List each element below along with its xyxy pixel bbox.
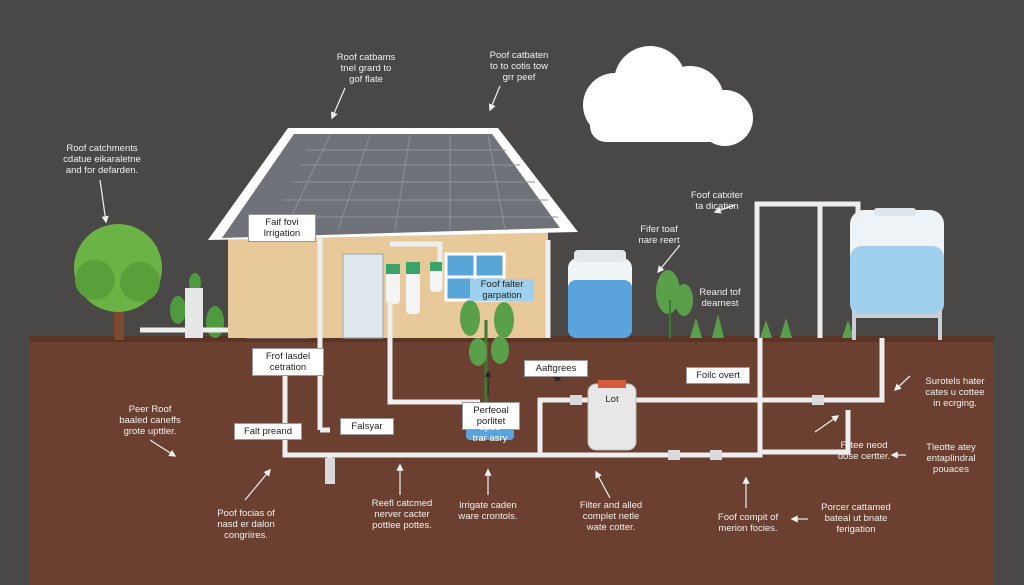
underground-pipes [282, 300, 885, 480]
small-tank-left [185, 288, 203, 338]
tree-icon [74, 224, 162, 340]
label-bottom-5: Foof compit of merion focies. [717, 512, 779, 534]
label-falsyer: Falsyar [340, 418, 394, 435]
label-top-left: Roof catchments cdatue eikaraletne and f… [63, 143, 141, 176]
label-bottom-6: Porcer cattamed bateal ut bnate ferigati… [821, 502, 891, 535]
label-perfeoal-sub: epoe trar asry [472, 422, 508, 444]
label-right-mid: Surotels hater cates u cottee in ecrging… [925, 376, 985, 409]
label-bottom-2: Reefl catcmed nerver cacter pottlee pott… [371, 498, 433, 531]
grass [690, 314, 854, 338]
label-house-tag: Faif fovi lrrigation [248, 214, 316, 242]
soil-top-band [30, 336, 994, 342]
label-bottom-3: lrrigate caden ware crontols. [458, 500, 518, 522]
label-foilc-overt: Foilc overt [686, 367, 750, 384]
label-right-top: Foof catxiter ta dication [690, 190, 744, 212]
label-window-tag: Foof falter garpation [470, 279, 534, 301]
house-door [342, 253, 384, 339]
label-bottom-4: Filter and alled complet netle wate cott… [579, 500, 643, 533]
label-peer-roof: Peer Roof baaled caneffs grote upttler. [119, 404, 181, 437]
label-right-bottom: Tleotte atey entaplindral pouaces [926, 442, 976, 475]
filter-icon [386, 262, 442, 314]
underground-tank [587, 380, 637, 451]
label-filter-tag: Fifer toaf nare reert [638, 224, 680, 246]
plant-icon-right [656, 270, 693, 338]
label-filtee-nead: Filtee neod dose certter. [837, 440, 891, 462]
water-tank-icon [568, 250, 632, 338]
label-lot: Lot [605, 394, 619, 405]
label-perfeoal: Perfeoal porlitet [462, 402, 520, 430]
pipe-fittings [325, 395, 824, 484]
label-falt-preand: Falt preand [234, 423, 302, 440]
label-bottom-1: Poof focias of nasd er dalon congriires. [217, 508, 275, 541]
label-aftgreps: Aaftgrees [524, 360, 588, 377]
label-top-center-left: Roof catbams tnel grard to gof flate [336, 52, 396, 85]
label-top-center-right: Poof catbaten to to cotis tow grr peef [489, 50, 549, 83]
label-reand-tag: Reand tof dearnest [699, 287, 741, 309]
label-roof-lased-tag: Frof lasdel cetration [252, 348, 324, 376]
cloud-icon [583, 46, 753, 146]
soil-ground [30, 338, 994, 585]
overhead-pipe [754, 201, 861, 338]
water-tank-large [850, 208, 944, 340]
annotation-arrows [99, 85, 911, 523]
